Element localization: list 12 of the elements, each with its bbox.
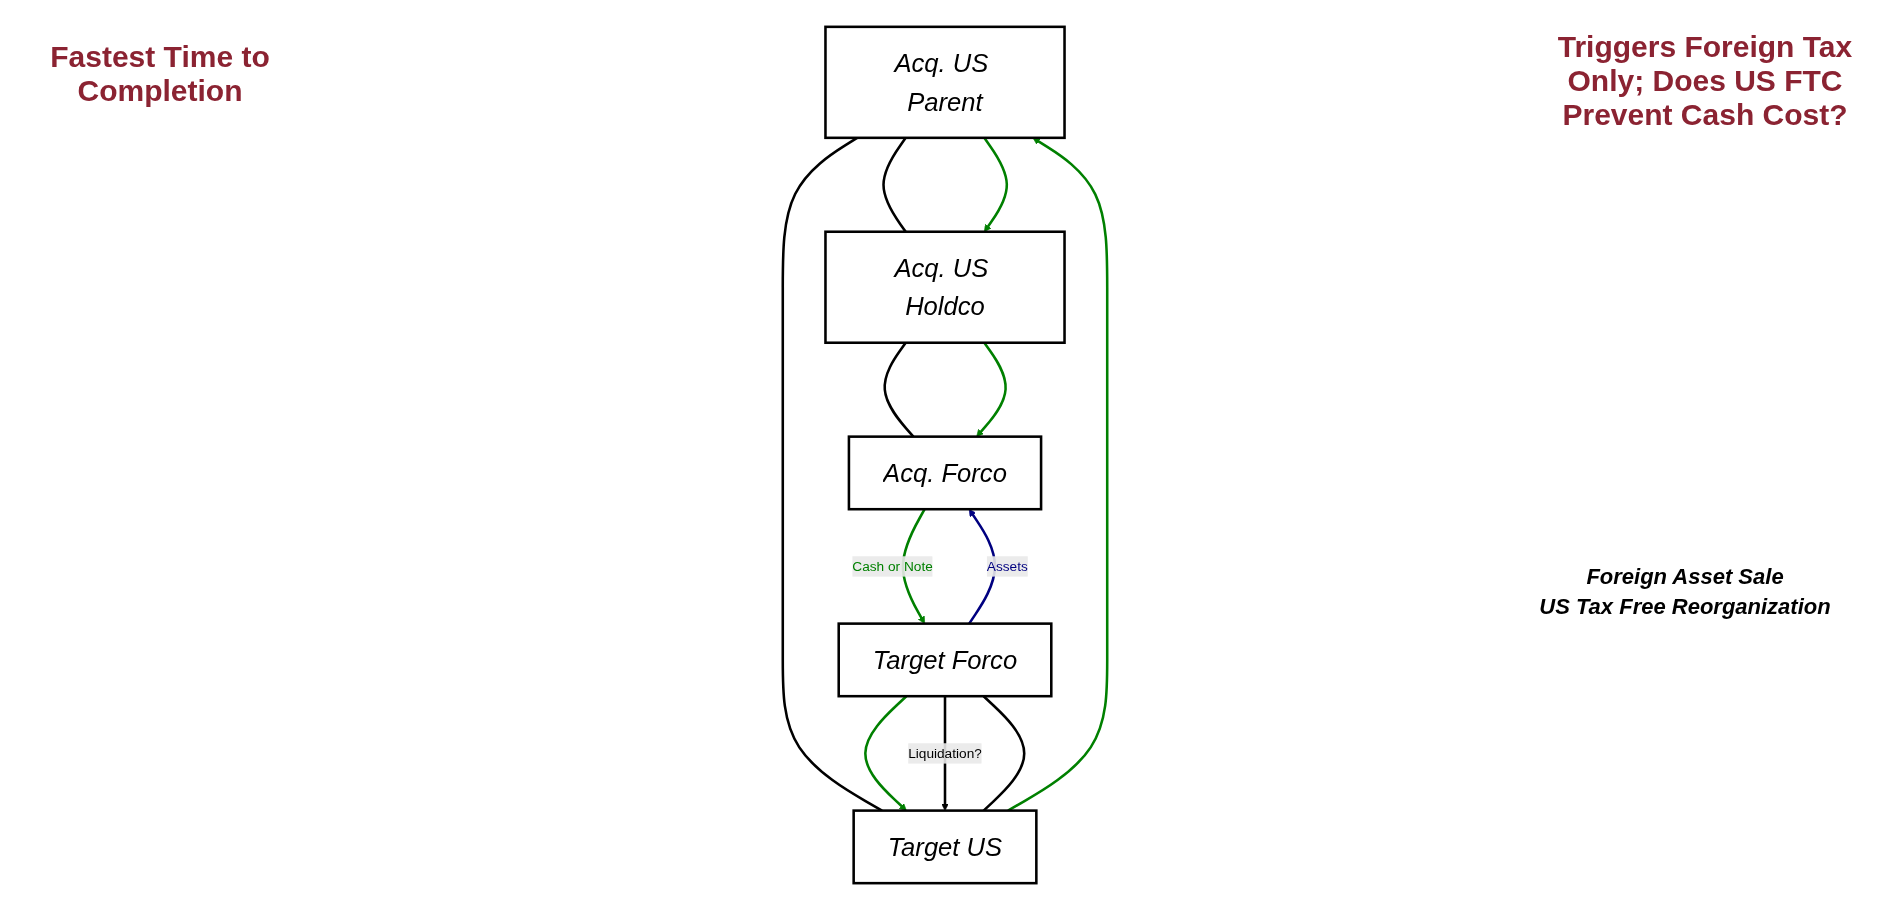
arrow [976,342,1007,437]
node-box: Acq. US Parent [824,25,1066,140]
note-text: Foreign Asset Sale [1585,564,1785,590]
node-box: Target US [852,809,1038,885]
edge-label: Liquidation? [908,745,982,761]
edge-label: Assets [986,558,1028,574]
note-text: US Tax Free Reorganization [1538,594,1832,620]
node-box: Target Forco [837,622,1053,698]
node-box: Acq. US Holdco [824,230,1066,344]
edge-label: Cash or Note [852,558,933,574]
heading: Fastest Time to Completion [49,40,271,108]
heading: Triggers Foreign Tax Only; Does US FTC Prevent Cash Cost? [1556,30,1854,132]
